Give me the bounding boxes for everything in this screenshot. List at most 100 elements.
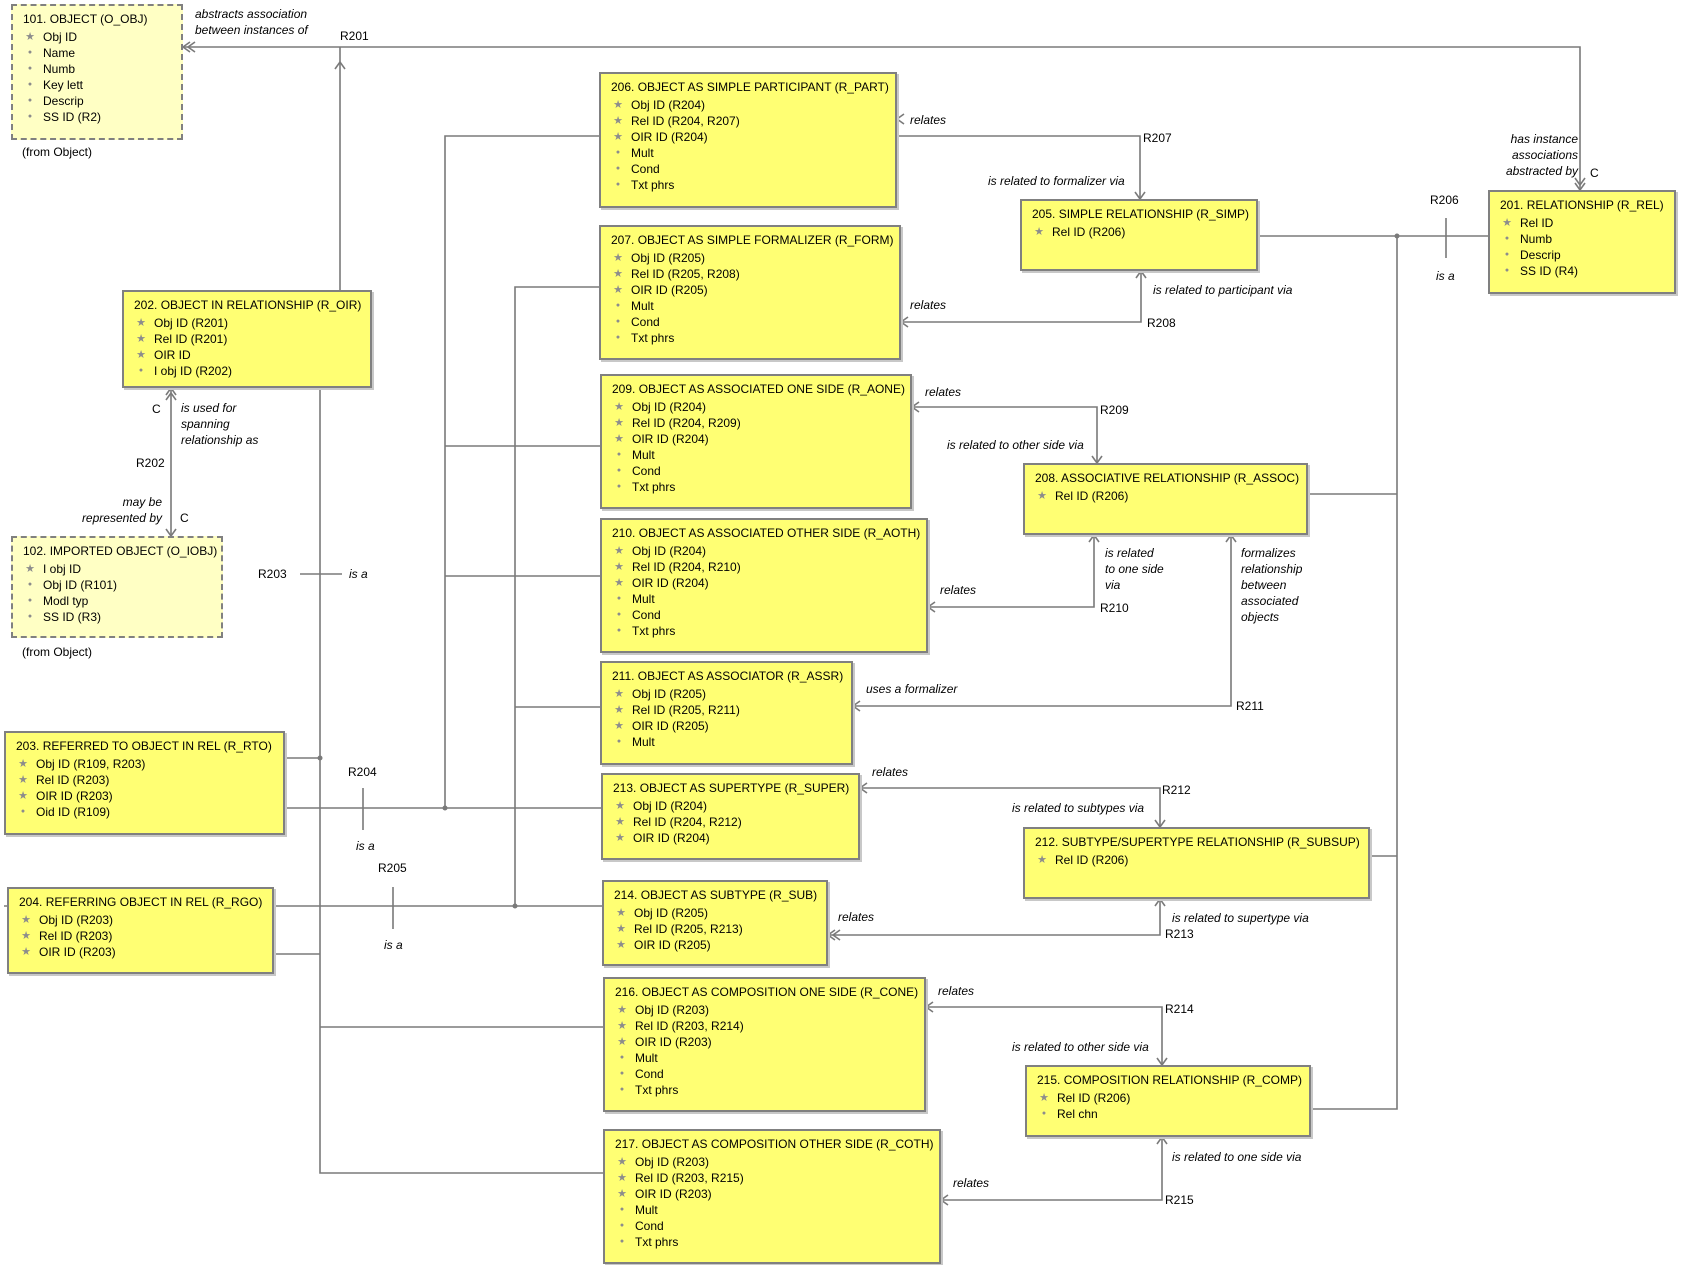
relationship-line [928,535,1095,608]
class-box-214[interactable]: 214. OBJECT AS SUBTYPE (R_SUB) ★Obj ID (R… [602,880,828,966]
attribute-name: SS ID (R4) [1520,264,1579,278]
class-box-209[interactable]: 209. OBJECT AS ASSOCIATED ONE SIDE (R_AO… [600,374,912,509]
relationship-line [901,271,1142,323]
arrowhead [1225,533,1237,543]
class-box-216[interactable]: 216. OBJECT AS COMPOSITION ONE SIDE (R_C… [603,977,926,1112]
identifier-star-icon: ★ [616,907,626,919]
class-title: 210. OBJECT AS ASSOCIATED OTHER SIDE (R_… [612,526,921,540]
attribute-row: ●Mult [610,591,918,607]
label-r204-isa: is a [356,839,375,853]
class-box-208[interactable]: 208. ASSOCIATIVE RELATIONSHIP (R_ASSOC)★… [1023,463,1308,535]
label-r202-down: may be represented by [81,495,162,525]
label-r203-isa: is a [349,567,368,581]
relationship-line [319,388,603,1174]
attribute-name: OIR ID (R204) [632,432,709,446]
identifier-star-icon: ★ [615,816,625,828]
attribute-name: Obj ID (R203) [635,1155,710,1169]
attribute-list: ★Rel ID (R206) [1033,488,1298,504]
arrowhead [895,113,905,125]
attribute-row: ●Mult [609,298,891,314]
label-r210-relates: relates [940,583,977,597]
attribute-row: ●Mult [609,145,887,161]
attribute-name: Mult [632,592,655,606]
label-r201-c: C [1590,166,1599,180]
label-r214: R214 [1165,1002,1194,1016]
class-box-204[interactable]: 204. REFERRING OBJECT IN REL (R_RGO)★Obj… [7,887,274,974]
class-title: 212. SUBTYPE/SUPERTYPE RELATIONSHIP (R_S… [1035,835,1360,849]
class-box-102[interactable]: 102. IMPORTED OBJECT (O_IOBJ)★I obj ID●O… [11,536,223,638]
class-box-211[interactable]: 211. OBJECT AS ASSOCIATOR (R_ASSR)★Obj I… [600,661,853,765]
attribute-name: Rel ID (R201) [154,332,228,346]
class-box-205[interactable]: 205. SIMPLE RELATIONSHIP (R_SIMP)★Rel ID… [1020,199,1258,271]
attribute-list: ★Obj ID (R203)★Rel ID (R203)★OIR ID (R20… [17,912,264,960]
label-r207-relates: relates [910,113,947,127]
label-r209: R209 [1100,403,1129,417]
class-title: 211. OBJECT AS ASSOCIATOR (R_ASSR) [612,669,844,683]
label-r207: R207 [1143,131,1172,145]
attribute-name: SS ID (R3) [43,610,102,624]
attribute-name: Mult [632,735,655,749]
attribute-list: ★Rel ID (R206)●Rel chn [1035,1090,1301,1122]
attribute-name: Txt phrs [635,1235,679,1249]
attribute-name: Txt phrs [631,178,675,192]
class-box-101[interactable]: 101. OBJECT (O_OBJ)★Obj ID●Name●Numb●Key… [11,4,183,140]
class-box-217[interactable]: 217. OBJECT AS COMPOSITION OTHER SIDE (R… [603,1129,941,1264]
identifier-star-icon: ★ [616,939,626,951]
label-r206-isa: is a [1436,269,1455,283]
class-box-207[interactable]: 207. OBJECT AS SIMPLE FORMALIZER (R_FORM… [599,225,901,360]
identifier-star-icon: ★ [25,31,35,43]
attribute-name: OIR ID (R205) [631,283,708,297]
identifier-star-icon: ★ [617,1020,627,1032]
relationship-line [926,1006,1163,1065]
attribute-row: ★Rel ID (R203) [17,928,264,944]
attribute-row: ★Rel ID (R204, R212) [611,814,850,830]
attribute-row: ●Txt phrs [610,479,902,495]
attribute-row: ●Cond [613,1066,916,1082]
attribute-bullet-icon: ● [27,113,33,120]
label-r211: R211 [1236,699,1264,713]
attribute-name: Rel chn [1057,1107,1098,1121]
class-box-206[interactable]: 206. OBJECT AS SIMPLE PARTICIPANT (R_PAR… [599,72,897,208]
arrowhead [165,391,177,401]
attribute-row: ★OIR ID (R204) [610,431,902,447]
attribute-name: Rel ID (R203) [36,773,110,787]
attribute-row: ★Obj ID (R201) [132,315,362,331]
class-box-213[interactable]: 213. OBJECT AS SUPERTYPE (R_SUPER)★Obj I… [601,773,860,860]
attribute-name: Rel ID [1520,216,1554,230]
label-r215-phrase: is related to one side via [1172,1150,1302,1164]
attribute-name: Obj ID (R203) [39,913,114,927]
attribute-row: ★Obj ID [21,29,173,45]
attribute-list: ★Obj ID (R204)★Rel ID (R204, R209)★OIR I… [610,399,902,495]
label-r211-phrase: formalizes relationship between associat… [1241,546,1303,624]
attribute-name: SS ID (R2) [43,110,102,124]
arrowhead [924,1001,934,1013]
identifier-star-icon: ★ [613,99,623,111]
identifier-star-icon: ★ [1034,226,1044,238]
class-title: 214. OBJECT AS SUBTYPE (R_SUB) [614,888,818,902]
identifier-star-icon: ★ [614,688,624,700]
attribute-row: ★Rel ID (R206) [1033,852,1360,868]
class-box-202[interactable]: 202. OBJECT IN RELATIONSHIP (R_OIR)★Obj … [122,290,372,388]
identifier-star-icon: ★ [21,946,31,958]
class-box-210[interactable]: 210. OBJECT AS ASSOCIATED OTHER SIDE (R_… [600,518,928,653]
attribute-name: Txt phrs [635,1083,679,1097]
class-box-215[interactable]: 215. COMPOSITION RELATIONSHIP (R_COMP)★R… [1025,1065,1311,1137]
attribute-list: ★Obj ID (R205)★Rel ID (R205, R213)★OIR I… [612,905,818,953]
identifier-star-icon: ★ [614,577,624,589]
attribute-list: ★Obj ID (R204)★Rel ID (R204, R212)★OIR I… [611,798,850,846]
attribute-row: ★Rel ID (R203, R215) [613,1170,931,1186]
class-box-201[interactable]: 201. RELATIONSHIP (R_REL)★Rel ID●Numb●De… [1488,190,1676,294]
class-box-203[interactable]: 203. REFERRED TO OBJECT IN REL (R_RTO)★O… [4,731,285,835]
arrowhead [899,316,909,328]
attribute-name: OIR ID (R205) [634,938,711,952]
attribute-name: Obj ID (R204) [632,400,707,414]
identifier-star-icon: ★ [136,349,146,361]
attribute-row: ★Rel ID [1498,215,1666,231]
attribute-name: OIR ID (R203) [635,1187,712,1201]
label-r214-relates: relates [938,984,975,998]
attribute-name: OIR ID (R204) [631,130,708,144]
relationship-line [828,899,1161,936]
class-title: 101. OBJECT (O_OBJ) [23,12,148,26]
class-box-212[interactable]: 212. SUBTYPE/SUPERTYPE RELATIONSHIP (R_S… [1023,827,1370,899]
attribute-name: Rel ID (R204, R210) [632,560,741,574]
